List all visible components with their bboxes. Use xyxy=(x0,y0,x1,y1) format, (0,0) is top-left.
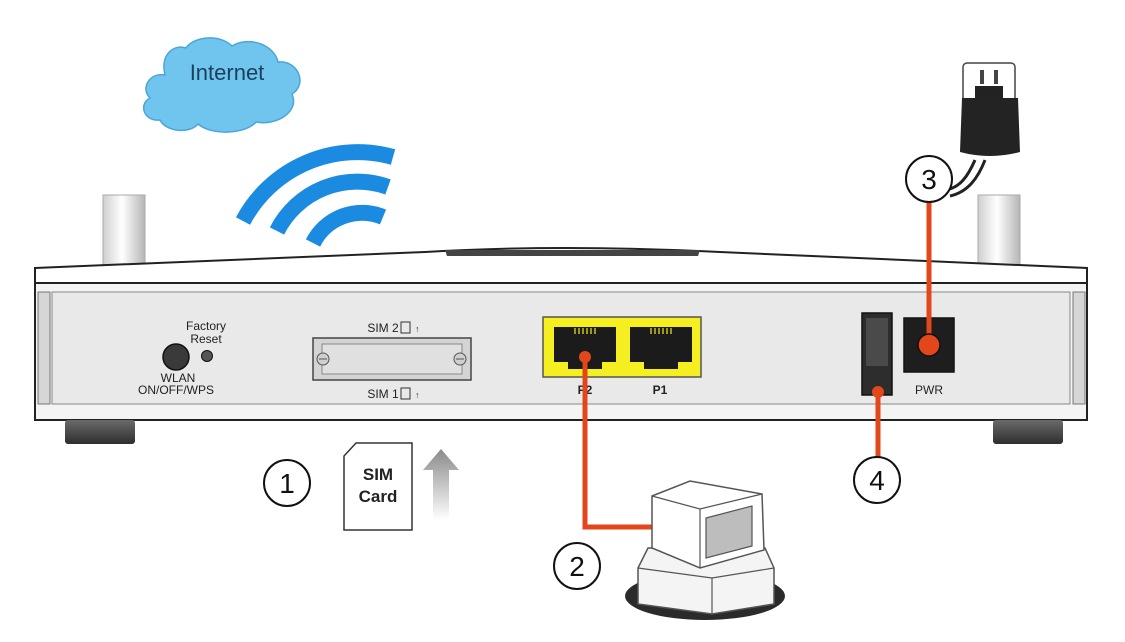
sim-slot-inner xyxy=(321,343,463,375)
sim2-arrow-icon: ↑ xyxy=(415,324,420,334)
socket-slot-right xyxy=(994,70,998,84)
port-p1-label: P1 xyxy=(653,383,668,397)
computer xyxy=(625,480,785,620)
wlan-label-line2: ON/OFF/WPS xyxy=(138,383,214,397)
wlan-controls: Factory Reset WLAN ON/OFF/WPS xyxy=(138,319,226,397)
power-jack-dot xyxy=(917,333,941,357)
step-1-circle xyxy=(263,459,311,507)
step-4-circle xyxy=(853,456,901,504)
cables xyxy=(582,202,932,530)
router-side-right xyxy=(1072,291,1086,405)
step-markers: 1 2 3 4 xyxy=(263,155,953,590)
sim-card: SIM Card xyxy=(343,442,413,531)
step-4-label: 4 xyxy=(869,465,885,496)
factory-reset-label-line1: Factory xyxy=(186,319,226,333)
switch-dot xyxy=(872,386,884,398)
step-2-label: 2 xyxy=(569,551,585,582)
sim1-card-icon xyxy=(400,387,411,400)
wifi-icon xyxy=(235,144,396,247)
factory-reset-button[interactable] xyxy=(201,350,213,362)
sim2-label: SIM 2 xyxy=(367,321,399,335)
step-2-circle xyxy=(553,542,601,590)
plug-neck xyxy=(975,86,1003,98)
wlan-label-line1: WLAN xyxy=(161,371,196,385)
insert-arrow-icon xyxy=(423,449,459,520)
wifi-wave-outer xyxy=(235,144,396,225)
computer-screen xyxy=(705,505,753,559)
power-adapter xyxy=(944,62,1020,198)
adapter-cord-2 xyxy=(949,159,987,198)
step-3-label: 3 xyxy=(921,164,937,195)
step-1-label: 1 xyxy=(279,468,295,499)
power-port-label: PWR xyxy=(915,383,943,397)
wifi-wave-inner xyxy=(305,204,387,247)
cloud-shape xyxy=(142,37,301,133)
sim-card-label-line1: SIM xyxy=(363,465,393,484)
step-3-circle xyxy=(905,155,953,203)
wifi-wave-middle xyxy=(269,173,391,235)
cloud-label: Internet xyxy=(190,60,265,85)
adapter-body xyxy=(960,98,1020,156)
power-switch-rocker xyxy=(866,318,888,366)
port-p2[interactable] xyxy=(554,327,616,369)
factory-reset-label-line2: Reset xyxy=(190,332,222,346)
sim-card-label-line2: Card xyxy=(359,487,398,506)
sim2-card-icon xyxy=(400,321,411,334)
router-foot-left xyxy=(65,420,135,444)
internet-cloud: Internet xyxy=(142,37,301,133)
socket-slot-left xyxy=(980,70,984,84)
lan-cable-dot xyxy=(579,351,591,363)
port-p1[interactable] xyxy=(630,327,692,369)
sim1-arrow-icon: ↑ xyxy=(415,390,420,400)
sim-slot: SIM 2 ↑ SIM 1 ↑ xyxy=(312,321,472,401)
router-side-left xyxy=(37,291,51,405)
router-foot-right xyxy=(993,420,1063,444)
lan-cable xyxy=(582,357,652,530)
lan-ports: P2 P1 xyxy=(542,316,702,397)
wlan-wps-button[interactable] xyxy=(162,343,190,371)
sim-card-shape xyxy=(343,442,413,531)
router-top-vents xyxy=(445,250,700,256)
sim1-label: SIM 1 xyxy=(367,387,399,401)
